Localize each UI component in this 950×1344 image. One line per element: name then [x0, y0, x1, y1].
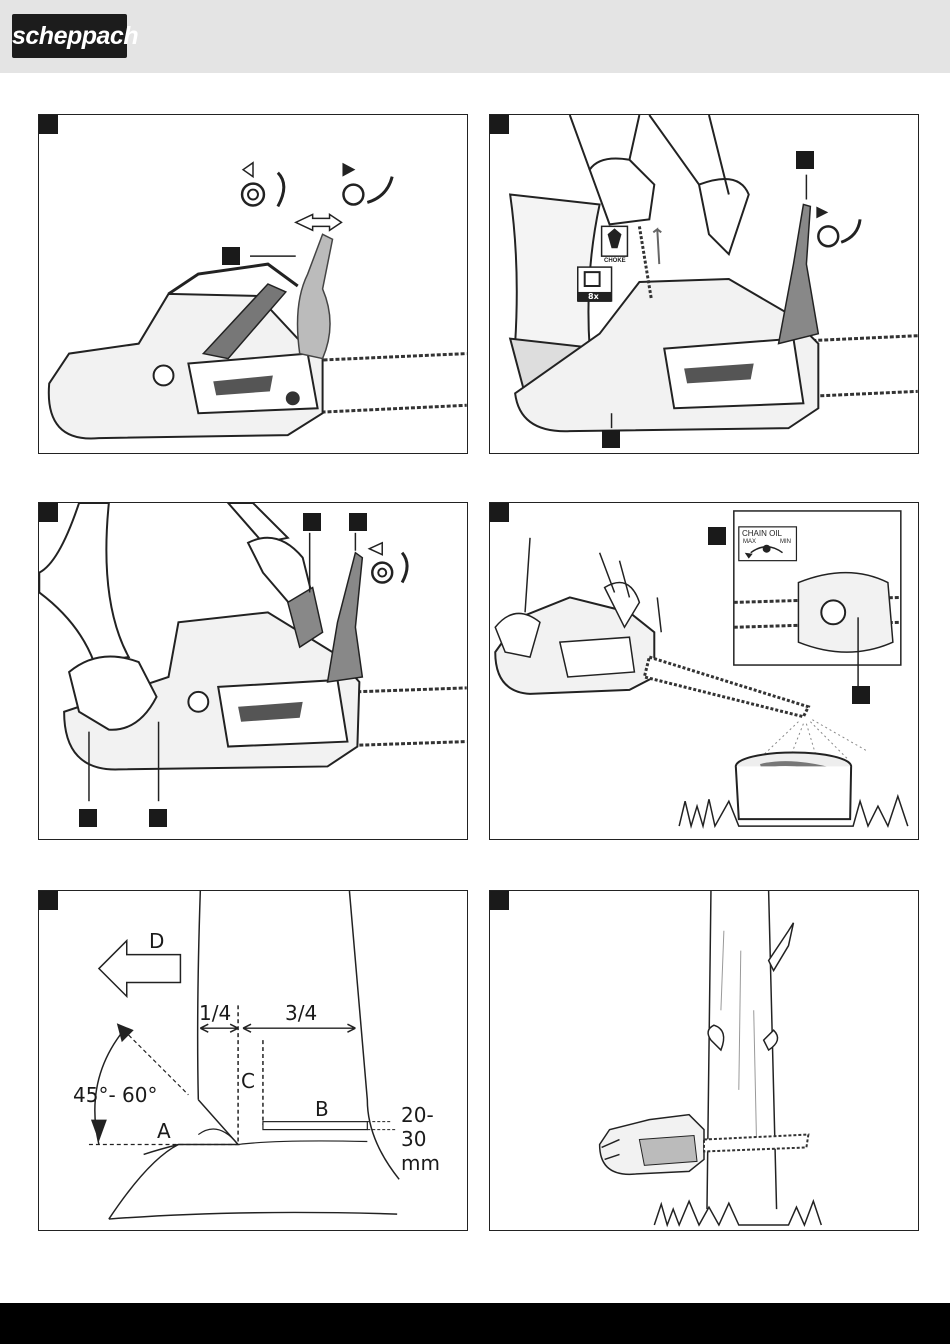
felling-direction-label: D [149, 929, 164, 953]
callout-marker [149, 809, 167, 827]
chain-oil-label: CHAIN OIL [742, 529, 782, 538]
chainsaw-hold-illustration [39, 503, 467, 839]
chainsaw-choke-start-illustration [490, 115, 918, 453]
figure-panel-3 [38, 502, 468, 840]
callout-marker [852, 686, 870, 704]
oil-min-label: MIN [780, 539, 791, 545]
footer-band [0, 1303, 950, 1344]
limbing-illustration [490, 891, 918, 1230]
figure-panel-1 [38, 114, 468, 454]
callout-marker [796, 151, 814, 169]
hinge-depth-unit: mm [401, 1151, 440, 1175]
chain-oil-check-illustration [490, 503, 918, 839]
cut-a-label: A [157, 1119, 171, 1143]
quarter-width-label: 1/4 [199, 1001, 231, 1025]
notch-angle-label: 45°- 60° [73, 1083, 157, 1107]
three-quarter-width-label: 3/4 [285, 1001, 317, 1025]
cut-b-label: B [315, 1097, 329, 1121]
callout-marker [349, 513, 367, 531]
callout-marker [79, 809, 97, 827]
callout-marker [708, 527, 726, 545]
oil-max-label: MAX [743, 539, 756, 545]
callout-marker [222, 247, 240, 265]
header-band: scheppach [0, 0, 950, 73]
choke-label: CHOKE [604, 258, 626, 264]
hinge-depth-label-2: 30 [401, 1127, 426, 1151]
figure-panel-6 [489, 890, 919, 1231]
figure-panel-2: CHOKE 8x [489, 114, 919, 454]
chainsaw-brake-illustration [39, 115, 467, 453]
brand-logo: scheppach [12, 14, 127, 58]
callout-marker [303, 513, 321, 531]
figure-panel-4: CHAIN OIL MAX MIN [489, 502, 919, 840]
figure-panel-5: D 1/4 3/4 45°- 60° A B C 20- 30 mm [38, 890, 468, 1231]
hinge-depth-label-1: 20- [401, 1103, 434, 1127]
primer-count-label: 8x [588, 292, 599, 301]
felling-cut-diagram [39, 891, 467, 1230]
cut-c-label: C [241, 1069, 255, 1093]
callout-marker [602, 430, 620, 448]
